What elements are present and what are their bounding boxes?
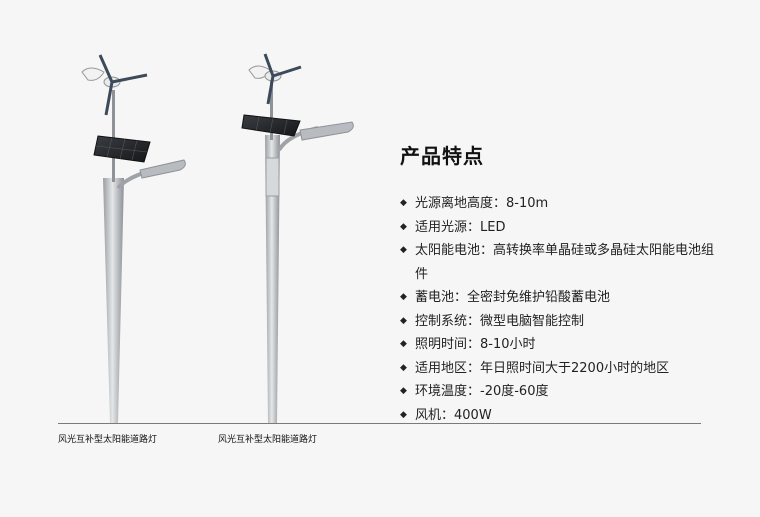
feature-list: ◆ 光源离地高度：8-10m ◆ 适用光源：LED ◆ 太阳能电池：高转换率单晶硅或多… [400, 192, 720, 427]
street-lamp-illustration [81, 53, 354, 423]
feature-text: 适用光源：LED [415, 219, 506, 235]
feature-text: 蓄电池：全密封免维护铅酸蓄电池 [415, 290, 611, 305]
turbine-blade [111, 73, 148, 84]
turbine-blade [272, 65, 302, 78]
features-title: 产品特点 [400, 144, 484, 168]
feature-item: ◆ 适用地区：年日照时间大于2200小时的地区 [400, 357, 720, 381]
wind-turbine-tail [81, 67, 105, 81]
feature-text: 光源离地高度：8-10m [415, 196, 549, 211]
feature-item: ◆ 适用光源：LED [400, 216, 720, 240]
street-lamp-1 [81, 54, 186, 423]
turbine-blade [263, 53, 275, 77]
lamp-caption: 风光互补型太阳能道路灯 [218, 435, 318, 445]
diamond-bullet-icon: ◆ [400, 245, 407, 255]
feature-item: ◆ 照明时间：8-10小时 [400, 333, 720, 357]
diamond-bullet-icon: ◆ [400, 292, 407, 302]
ground-line [58, 423, 701, 424]
street-lamp-2 [241, 53, 354, 423]
lamp-head [299, 121, 354, 141]
feature-item: ◆ 光源离地高度：8-10m [400, 192, 720, 216]
product-features: 产品特点 ◆ 光源离地高度：8-10m ◆ 适用光源：LED ◆ 太阳能电池：高转换率… [400, 140, 720, 427]
lamp-pole [103, 178, 124, 423]
turbine-blade [266, 75, 275, 105]
lamp-caption: 风光互补型太阳能道路灯 [58, 435, 158, 445]
solar-panel [241, 114, 301, 137]
diamond-bullet-icon: ◆ [400, 386, 407, 396]
pole-top-mast [112, 90, 115, 182]
feature-text: 风机：400W [415, 407, 492, 423]
feature-text: 控制系统：微型电脑智能控制 [415, 313, 585, 329]
feature-item: ◆ 太阳能电池：高转换率单晶硅或多晶硅太阳能电池组件 [400, 239, 720, 286]
feature-text: 太阳能电池：高转换率单晶硅或多晶硅太阳能电池组件 [415, 243, 715, 282]
feature-item: ◆ 环境温度：-20度-60度 [400, 380, 720, 404]
pole-top-mast [270, 80, 273, 140]
lamp-pole [265, 135, 280, 423]
diamond-bullet-icon: ◆ [400, 362, 407, 373]
feature-text: 照明时间：8-10小时 [415, 337, 536, 352]
feature-text: 适用地区：年日照时间大于2200小时的地区 [415, 360, 670, 376]
turbine-blade [104, 81, 114, 116]
pole-controller-box [265, 157, 280, 197]
feature-item: ◆ 蓄电池：全密封免维护铅酸蓄电池 [400, 286, 720, 310]
feature-item: ◆ 风机：400W [400, 404, 720, 428]
diamond-bullet-icon: ◆ [400, 409, 407, 420]
turbine-blade [98, 54, 114, 83]
lamp-head [139, 159, 186, 179]
diamond-bullet-icon: ◆ [400, 221, 407, 232]
feature-text: 环境温度：-20度-60度 [415, 384, 549, 399]
feature-item: ◆ 控制系统：微型电脑智能控制 [400, 310, 720, 334]
diamond-bullet-icon: ◆ [400, 198, 407, 208]
diamond-bullet-icon: ◆ [400, 315, 407, 326]
diamond-bullet-icon: ◆ [400, 339, 407, 349]
